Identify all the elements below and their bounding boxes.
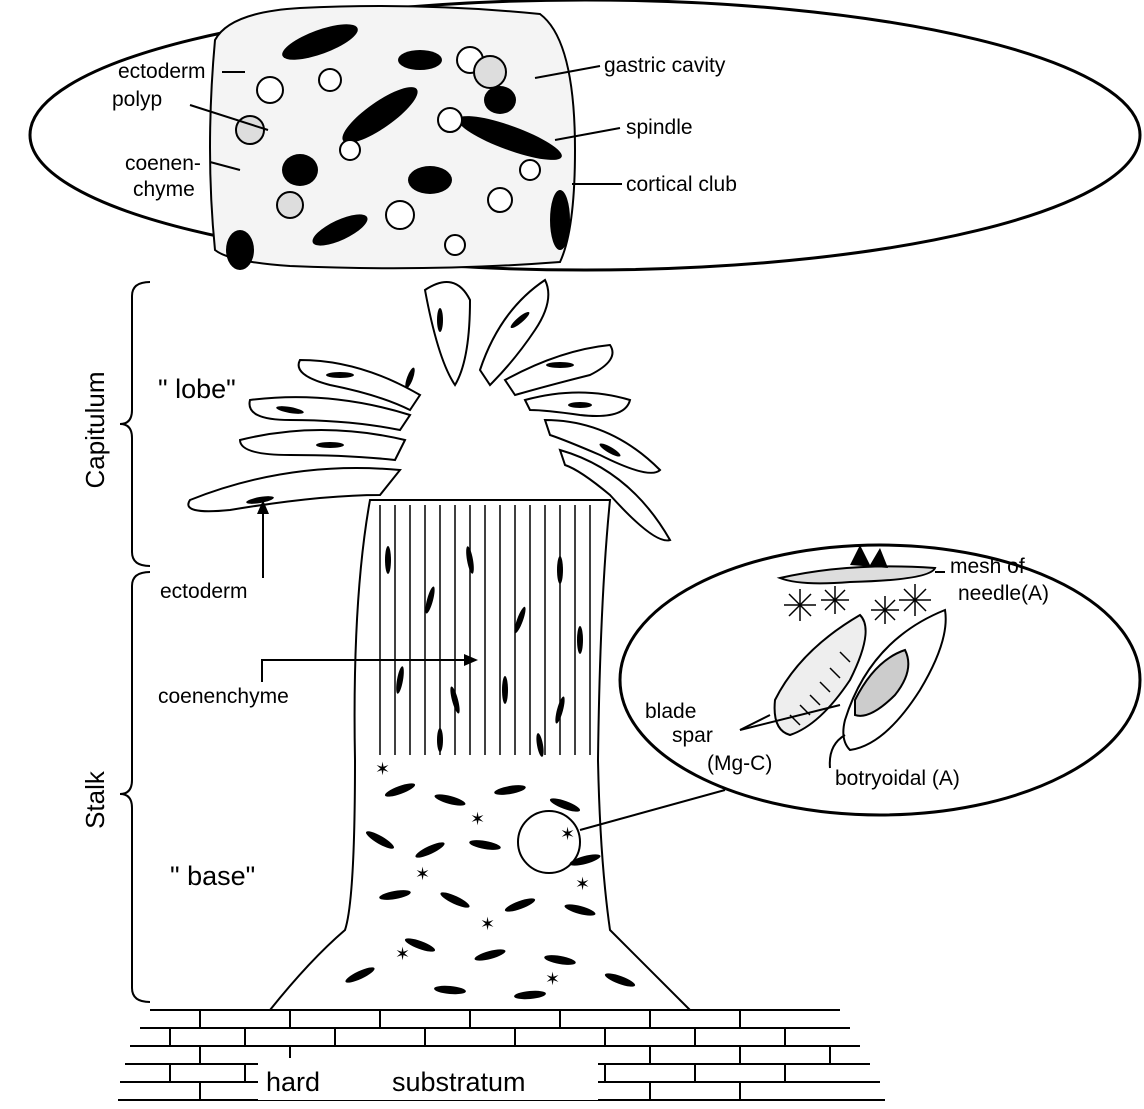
- label-ectoderm-top: ectoderm: [118, 60, 206, 83]
- label-blade-1: blade: [645, 700, 696, 723]
- label-gastric-cavity: gastric cavity: [604, 54, 726, 77]
- svg-text:✶: ✶: [560, 824, 575, 844]
- label-lobe: " lobe": [158, 374, 236, 404]
- label-blade-3: (Mg-C): [707, 752, 772, 775]
- lobe-left-2: [250, 397, 411, 430]
- stalk-bracket: [120, 572, 150, 1002]
- label-polyp: polyp: [112, 88, 162, 111]
- svg-text:✶: ✶: [470, 809, 485, 829]
- lobe-top: [425, 282, 470, 385]
- label-base: " base": [170, 861, 255, 891]
- label-coenenchyme-top-1: coenen-: [125, 152, 201, 175]
- axis-label-stalk: Stalk: [80, 770, 110, 829]
- svg-text:✶: ✶: [575, 874, 590, 894]
- label-ectoderm-main: ectoderm: [160, 580, 248, 603]
- label-spindle: spindle: [626, 116, 693, 139]
- capitulum-bracket: [120, 282, 150, 566]
- lobe-right-1: [505, 345, 613, 395]
- svg-text:✶: ✶: [545, 969, 560, 989]
- svg-text:✶: ✶: [415, 864, 430, 884]
- axis-label-capitulum: Capitulum: [80, 371, 110, 488]
- coral-body: ✶ ✶ ✶ ✶ ✶ ✶ ✶ ✶: [188, 280, 725, 1010]
- top-inset: ectoderm polyp coenen- chyme gastric cav…: [30, 0, 1140, 270]
- right-inset: mesh of needle(A) blade spar (Mg-C) botr…: [620, 545, 1140, 815]
- label-hard: hard: [266, 1067, 320, 1097]
- svg-text:✶: ✶: [480, 914, 495, 934]
- axis-brackets: Capitulum Stalk: [80, 282, 150, 1002]
- svg-text:✶: ✶: [395, 944, 410, 964]
- label-substratum: substratum: [392, 1067, 526, 1097]
- label-blade-2: spar: [672, 724, 713, 747]
- label-coenenchyme-main: coenenchyme: [158, 685, 289, 708]
- label-mesh-2: needle(A): [958, 582, 1049, 605]
- substratum: hard substratum: [118, 1010, 885, 1100]
- label-mesh-1: mesh of: [950, 555, 1025, 578]
- label-botryoidal: botryoidal (A): [835, 767, 960, 790]
- svg-text:✶: ✶: [375, 759, 390, 779]
- label-coenenchyme-top-2: chyme: [133, 178, 195, 201]
- label-cortical-club: cortical club: [626, 173, 737, 196]
